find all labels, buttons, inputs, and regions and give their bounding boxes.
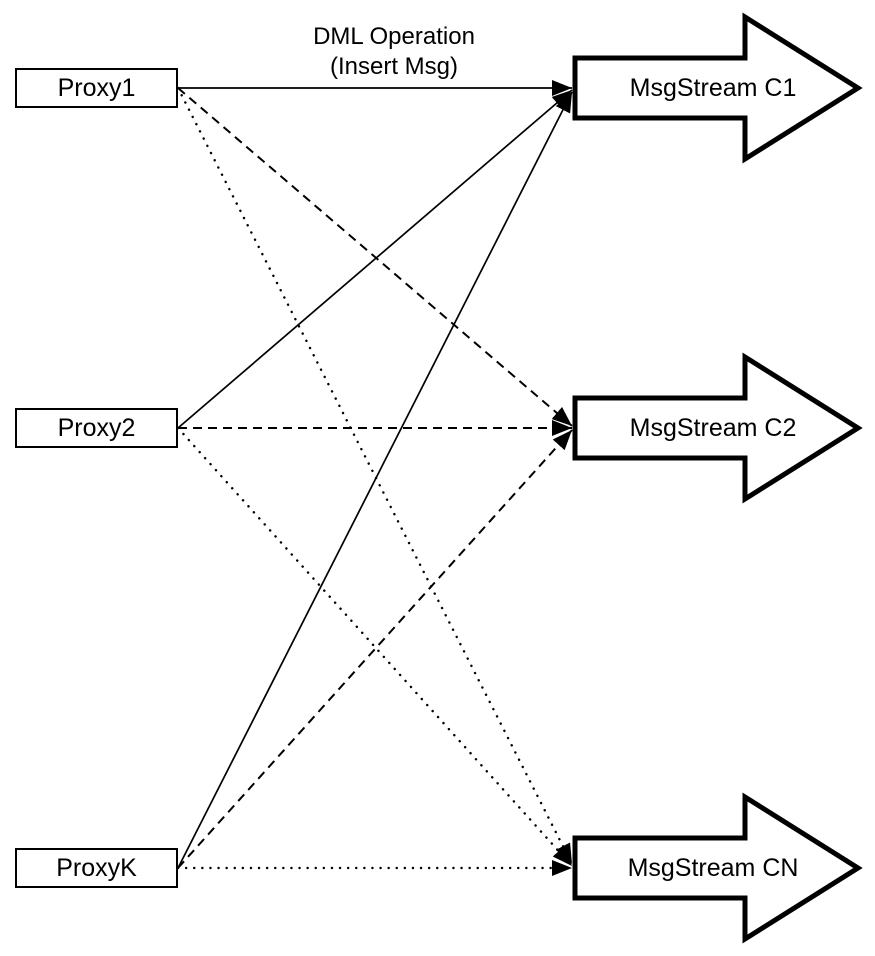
msgstream-c2-label: MsgStream C2 xyxy=(629,414,797,442)
proxy1-label: Proxy1 xyxy=(57,73,136,102)
edge-proxy1-to-c2 xyxy=(177,87,573,427)
proxyk-box: ProxyK xyxy=(15,848,178,888)
diagram-title: DML Operation (Insert Msg) xyxy=(254,22,534,82)
proxy2-label: Proxy2 xyxy=(57,413,136,442)
block-arrow-msgstream-c2 xyxy=(572,352,863,504)
proxyk-label: ProxyK xyxy=(56,853,137,882)
proxy2-box: Proxy2 xyxy=(15,408,178,448)
block-arrow-msgstream-cn xyxy=(572,792,863,944)
title-line-2: (Insert Msg) xyxy=(329,53,458,80)
edge-proxy2-to-c1 xyxy=(177,89,573,429)
edge-proxyk-to-c2 xyxy=(177,429,573,869)
proxy1-box: Proxy1 xyxy=(15,68,178,108)
msgstream-cn-label: MsgStream CN xyxy=(627,854,799,882)
msgstream-c1-label: MsgStream C1 xyxy=(629,74,797,102)
edge-proxy1-to-cn xyxy=(176,86,574,866)
title-line-1: DML Operation xyxy=(313,23,475,50)
edge-proxyk-to-c1 xyxy=(177,91,573,869)
block-arrow-msgstream-c1 xyxy=(572,12,863,164)
edge-proxy2-to-cn xyxy=(176,426,574,868)
